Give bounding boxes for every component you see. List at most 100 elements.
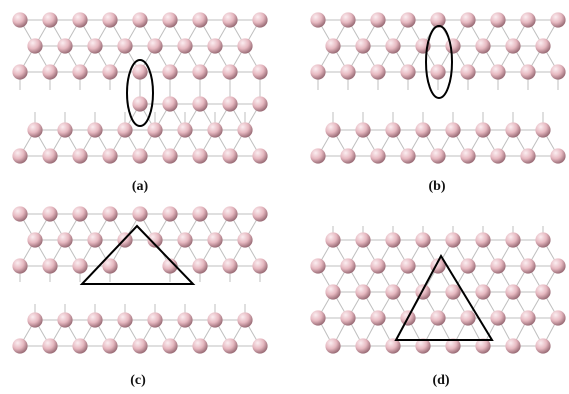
atom bbox=[132, 64, 148, 80]
atom bbox=[325, 338, 341, 354]
atom bbox=[147, 122, 163, 138]
atom bbox=[162, 258, 178, 274]
atom bbox=[72, 338, 88, 354]
panel-b-vacancy-ellipse bbox=[425, 25, 453, 99]
atom bbox=[117, 122, 133, 138]
atom bbox=[505, 284, 521, 300]
panel-b-atoms bbox=[310, 12, 566, 164]
atom bbox=[430, 310, 446, 326]
atom bbox=[42, 338, 58, 354]
atom bbox=[162, 206, 178, 222]
atom bbox=[42, 12, 58, 28]
atom bbox=[162, 64, 178, 80]
atom bbox=[430, 12, 446, 28]
atom bbox=[520, 258, 536, 274]
atom bbox=[207, 312, 223, 328]
atom bbox=[42, 206, 58, 222]
atom bbox=[102, 64, 118, 80]
atom bbox=[162, 96, 178, 112]
atom bbox=[460, 64, 476, 80]
atom bbox=[385, 38, 401, 54]
panel-d-label: (d) bbox=[432, 373, 449, 388]
atom bbox=[102, 148, 118, 164]
atom bbox=[505, 232, 521, 248]
panel-c-bonds bbox=[19, 213, 261, 347]
atom bbox=[385, 232, 401, 248]
atom bbox=[147, 38, 163, 54]
panel-c: (c) bbox=[12, 206, 268, 388]
atom bbox=[102, 338, 118, 354]
atom bbox=[72, 206, 88, 222]
atom bbox=[415, 338, 431, 354]
atom bbox=[177, 38, 193, 54]
atom bbox=[430, 148, 446, 164]
atom bbox=[222, 258, 238, 274]
atom bbox=[222, 96, 238, 112]
atom bbox=[87, 38, 103, 54]
atom bbox=[147, 232, 163, 248]
atom bbox=[370, 64, 386, 80]
atom bbox=[177, 232, 193, 248]
atom bbox=[57, 38, 73, 54]
atom bbox=[87, 232, 103, 248]
atom bbox=[252, 338, 268, 354]
panel-b-bonds bbox=[317, 19, 559, 157]
atom bbox=[87, 122, 103, 138]
atom bbox=[310, 258, 326, 274]
panel-c-label: (c) bbox=[130, 373, 146, 388]
atom bbox=[12, 258, 28, 274]
atom bbox=[132, 206, 148, 222]
atom bbox=[192, 206, 208, 222]
atom bbox=[57, 122, 73, 138]
atom bbox=[252, 206, 268, 222]
atom bbox=[490, 148, 506, 164]
atom bbox=[445, 232, 461, 248]
atom bbox=[12, 148, 28, 164]
atom bbox=[192, 64, 208, 80]
atom bbox=[550, 310, 566, 326]
panel-a-atoms bbox=[12, 12, 268, 164]
atom bbox=[237, 232, 253, 248]
atom bbox=[505, 338, 521, 354]
atom bbox=[460, 12, 476, 28]
atom bbox=[192, 96, 208, 112]
atom bbox=[252, 64, 268, 80]
atom bbox=[207, 38, 223, 54]
atom bbox=[415, 122, 431, 138]
atom bbox=[57, 312, 73, 328]
atom bbox=[400, 258, 416, 274]
atom bbox=[340, 310, 356, 326]
atom bbox=[42, 258, 58, 274]
atom bbox=[27, 312, 43, 328]
atom bbox=[550, 64, 566, 80]
atom bbox=[12, 12, 28, 28]
atom bbox=[72, 258, 88, 274]
atom bbox=[475, 232, 491, 248]
atom bbox=[415, 232, 431, 248]
atom bbox=[325, 122, 341, 138]
atom bbox=[252, 96, 268, 112]
atom bbox=[370, 12, 386, 28]
atom bbox=[310, 310, 326, 326]
atom bbox=[505, 38, 521, 54]
atom bbox=[87, 312, 103, 328]
atom bbox=[12, 64, 28, 80]
atom bbox=[252, 258, 268, 274]
atom bbox=[340, 12, 356, 28]
atom bbox=[162, 12, 178, 28]
atom bbox=[385, 338, 401, 354]
atom bbox=[340, 258, 356, 274]
panel-b-label: (b) bbox=[428, 179, 445, 194]
atom bbox=[400, 64, 416, 80]
atom bbox=[72, 64, 88, 80]
atom bbox=[355, 38, 371, 54]
atom bbox=[400, 148, 416, 164]
atom bbox=[57, 232, 73, 248]
atom bbox=[370, 148, 386, 164]
atom bbox=[550, 258, 566, 274]
atom bbox=[207, 232, 223, 248]
atom bbox=[102, 206, 118, 222]
atom bbox=[550, 12, 566, 28]
atom bbox=[460, 310, 476, 326]
